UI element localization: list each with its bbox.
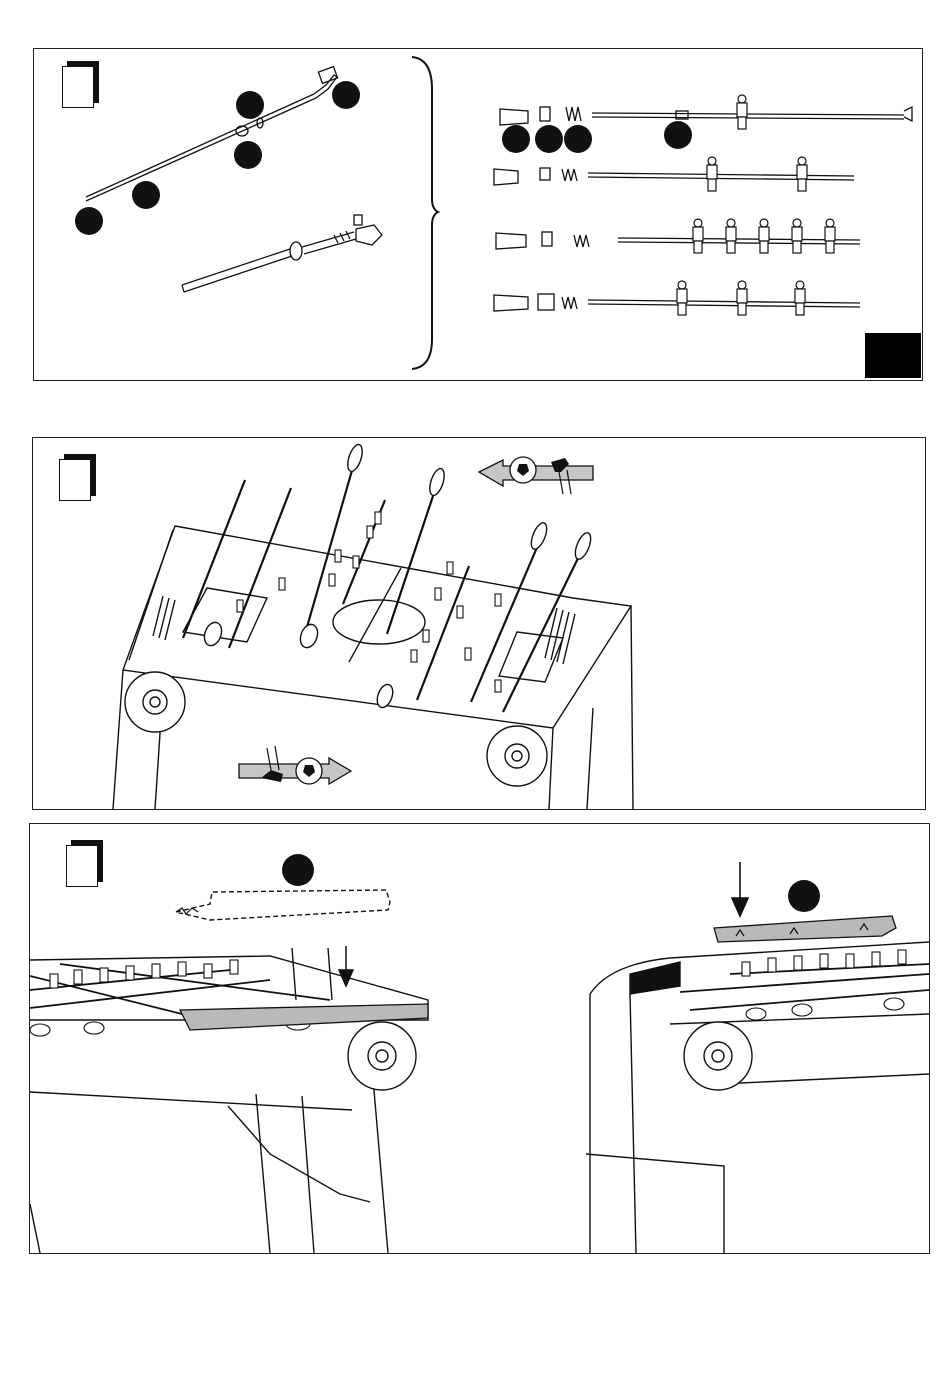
side-rail-outline-dashed [176, 890, 390, 920]
page-corner-tab [865, 333, 921, 378]
callout-spring [564, 125, 592, 153]
callout-handle [502, 125, 530, 153]
callout-side-rail-left [282, 854, 314, 886]
down-arrow-left [339, 946, 353, 986]
callout-rod-bushing [664, 121, 692, 149]
callout-rod-shaft [132, 181, 160, 209]
side-rail-floating [714, 916, 896, 942]
table-overview-panel [32, 437, 926, 810]
callout-rod-bend [236, 91, 264, 119]
callout-rod-tip [75, 207, 103, 235]
callout-rod-handle-end [332, 81, 360, 109]
side-rail-install-panel [29, 823, 930, 1254]
direction-arrow-bottom [239, 746, 351, 784]
callout-side-rail-right [788, 880, 820, 912]
down-arrow-right [732, 862, 748, 916]
rod-parts-drawing [34, 49, 922, 380]
table-overview-drawing [33, 438, 925, 809]
callout-washer [535, 125, 563, 153]
rod-parts-panel [33, 48, 923, 381]
callout-bumper [234, 141, 262, 169]
direction-arrow-top [479, 457, 593, 494]
